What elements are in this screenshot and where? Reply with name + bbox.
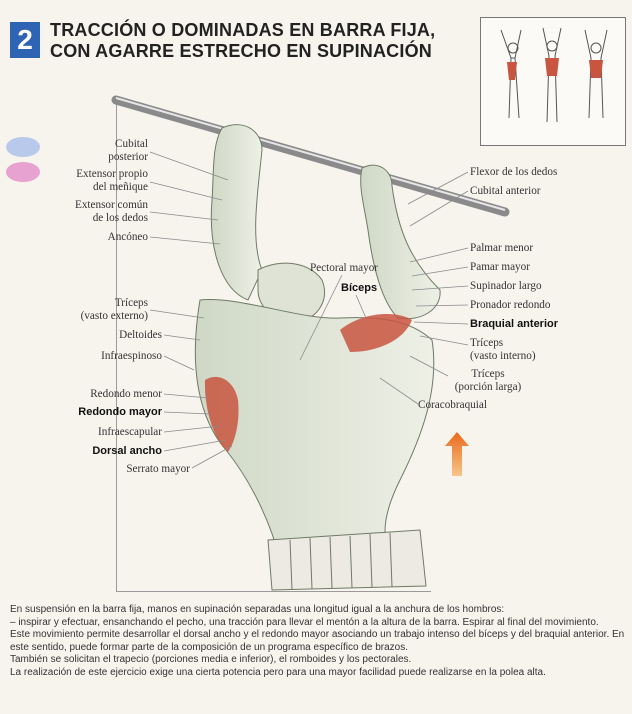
anatomy-illustration (111, 95, 510, 591)
title-line-1: TRACCIÓN O DOMINADAS EN BARRA FIJA, (50, 20, 436, 40)
teres-major-muscle (204, 376, 239, 452)
inset-figures (500, 27, 608, 123)
label-triceps-vasto-externo: Tríceps(vasto externo) (80, 297, 148, 322)
label-redondo-menor: Redondo menor (90, 388, 162, 400)
label-braquial-anterior: Braquial anterior (470, 318, 559, 330)
label-supinador-largo: Supinador largo (470, 280, 542, 292)
label-flexor-dedos: Flexor de los dedos (470, 166, 558, 178)
label-triceps-vasto-interno: Tríceps(vasto interno) (470, 337, 536, 362)
label-dorsal-ancho: Dorsal ancho (92, 445, 162, 457)
description-paragraph: En suspensión en la barra fija, manos en… (10, 604, 505, 615)
figure-frame-bottom (116, 591, 431, 592)
label-serrato-mayor: Serrato mayor (126, 463, 190, 475)
right-arm (360, 164, 441, 320)
description-paragraph: La realización de este ejercicio exige u… (10, 666, 546, 678)
muscle-overview-inset (480, 17, 626, 146)
page-title: TRACCIÓN O DOMINADAS EN BARRA FIJA, CON … (50, 20, 470, 62)
label-cubital-anterior: Cubital anterior (470, 185, 541, 197)
label-pronador-redondo: Pronador redondo (470, 299, 551, 311)
exercise-description: En suspensión en la barra fija, manos en… (10, 604, 626, 680)
label-redondo-mayor: Redondo mayor (78, 406, 162, 418)
title-line-2: CON AGARRE ESTRECHO EN SUPINACIÓN (50, 41, 432, 61)
label-coracobraquial: Coracobraquial (418, 399, 487, 411)
label-triceps-porcion-larga: Tríceps(porción larga) (454, 368, 522, 393)
pull-up-bar (111, 95, 510, 217)
description-paragraph: – inspirar y efectuar, ensanchando el pe… (10, 616, 599, 628)
figure-frame-left (116, 100, 117, 592)
upward-arrow (445, 432, 469, 476)
label-pectoral-mayor: Pectoral mayor (310, 262, 379, 274)
legend-dot-blue (6, 137, 40, 157)
label-biceps: Bíceps (341, 282, 378, 294)
biceps-muscle (340, 314, 412, 352)
section-number: 2 (10, 22, 40, 58)
description-paragraph: También se solicitan el trapecio (porcio… (10, 654, 412, 666)
legend-dot-pink (6, 162, 40, 182)
leader-lines (149, 151, 469, 469)
trunks (267, 529, 427, 591)
label-palmar-menor: Palmar menor (470, 242, 534, 254)
label-palmar-mayor: Pamar mayor (470, 261, 530, 273)
label-deltoides: Deltoides (119, 329, 162, 341)
description-paragraph: Este movimiento permite desarrollar el d… (10, 629, 625, 653)
left-arm (210, 124, 263, 301)
label-anconeo: Ancóneo (107, 231, 148, 243)
label-infraescapular: Infraescapular (98, 426, 162, 438)
label-infraespinoso: Infraespinoso (101, 350, 162, 362)
